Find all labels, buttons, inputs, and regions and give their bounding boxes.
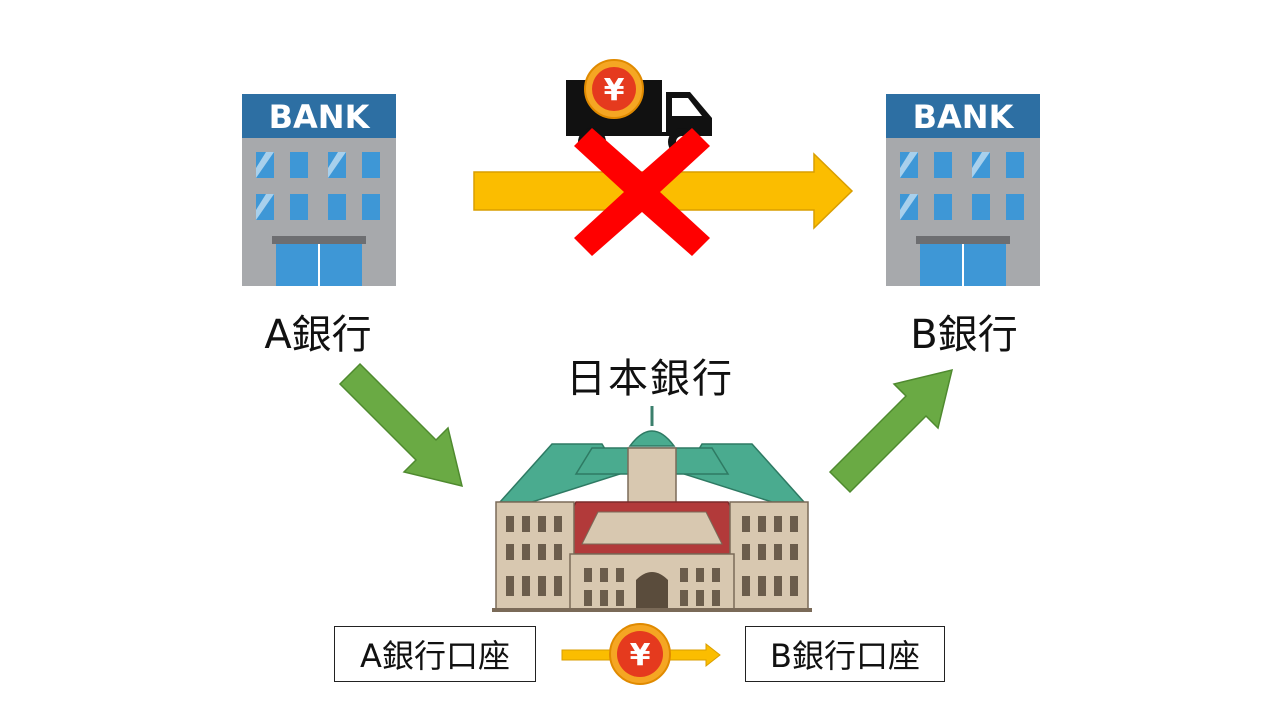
payout-arrow <box>828 368 954 494</box>
bank-a-label: A銀行 <box>264 312 372 358</box>
bank-a-building-icon: BANK <box>242 94 396 286</box>
bank-b-building-icon: BANK <box>886 94 1040 286</box>
cross-mark-icon <box>574 128 710 256</box>
direct-transfer-arrow <box>473 152 854 230</box>
bank-a-sign: BANK <box>269 98 371 136</box>
b-bank-account-box: B銀行口座 <box>745 626 945 682</box>
bank-b-label: B銀行 <box>910 312 1018 358</box>
central-bank-label: 日本銀行 <box>566 356 734 402</box>
a-bank-account-box: A銀行口座 <box>334 626 536 682</box>
yen-coin-transfer-icon: ¥ <box>609 623 671 685</box>
central-bank-building-icon <box>492 406 812 612</box>
yen-symbol-bottom: ¥ <box>630 638 651 673</box>
yen-symbol-top: ¥ <box>604 73 625 108</box>
bank-b-sign: BANK <box>913 98 1015 136</box>
deposit-arrow <box>338 362 464 488</box>
yen-coin-icon: ¥ <box>584 59 644 119</box>
